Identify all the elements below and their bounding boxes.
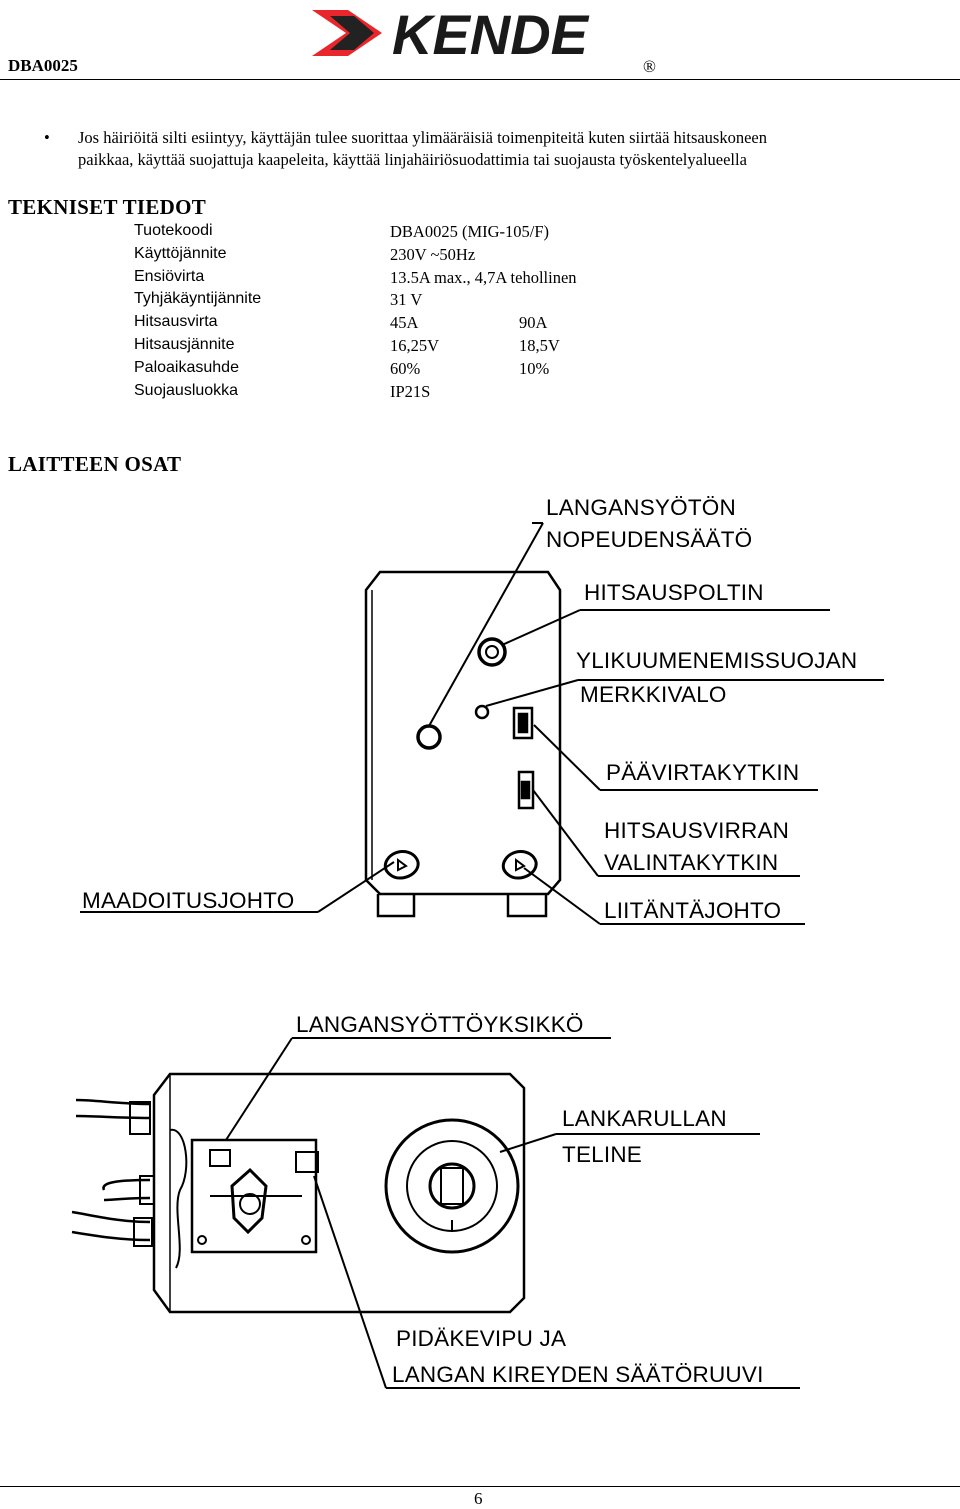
wire-speed-knob-icon [416, 724, 442, 750]
cabinet-side-outline [152, 1072, 526, 1314]
label-overheat-line2: MERKKIVALO [580, 682, 727, 707]
feeder-motor-bracket [209, 1149, 231, 1167]
document-code: DBA0025 [8, 56, 78, 75]
kende-logo-graphic: KENDE [312, 3, 590, 66]
label-spool-line1: LANKARULLAN [562, 1106, 727, 1131]
side-cable-bottom-icon [71, 1210, 151, 1242]
main-switch-icon [512, 706, 534, 740]
label-wire-speed-line2: NOPEUDENSÄÄTÖ [546, 527, 753, 552]
page-number: 6 [474, 1489, 483, 1508]
ground-gland-detail [397, 858, 408, 872]
spec-label: Ensiövirta [134, 267, 205, 285]
spec-label: Suojausluokka [134, 381, 239, 399]
spec-value-2: 10% [519, 358, 550, 378]
spec-value-2: 18,5V [519, 335, 560, 355]
leader-feeder [225, 1037, 293, 1141]
kende-logo: KENDE [308, 2, 633, 66]
leader-torch [501, 609, 581, 646]
spool-hub-key [440, 1167, 464, 1205]
spec-label: Hitsausvirta [134, 313, 218, 331]
logo-chevron-dark [330, 16, 374, 50]
spec-value-2: 90A [519, 313, 548, 333]
bullet-marker: • [44, 128, 50, 147]
cabinet-foot-left [376, 894, 416, 918]
notice-line-2: paikkaa, käyttää suojattuja kaapeleita, … [78, 150, 747, 169]
power-cord-gland-icon [501, 850, 538, 880]
cable-gland-middle [139, 1175, 155, 1205]
power-gland-detail [515, 858, 526, 872]
torch-socket-inner [485, 645, 499, 659]
leader-wire-speed [428, 522, 544, 727]
spec-value: DBA0025 (MIG-105/F) [390, 222, 550, 241]
tension-screw-icon [295, 1151, 319, 1173]
cable-gland-bottom [133, 1217, 153, 1247]
label-spool-line2: TELINE [562, 1142, 642, 1167]
label-overheat-line1: YLIKUUMENEMISSUOJAN [576, 648, 858, 673]
spec-value: 45A [390, 313, 419, 333]
label-torch: HITSAUSPOLTIN [584, 580, 764, 605]
leader-overheat [485, 679, 579, 707]
label-current-selector-line2: VALINTAKYTKIN [604, 850, 779, 875]
side-cable-top-icon [75, 1098, 151, 1120]
drive-roller-icon [239, 1193, 261, 1215]
cabinet-front-outline [364, 570, 562, 896]
leader-current-selector [532, 789, 599, 877]
overheat-lamp-icon [474, 704, 490, 720]
spool-holder-outer-icon [384, 1118, 520, 1254]
current-selector-lever [520, 780, 531, 800]
tech-specs-heading: TEKNISET TIEDOT [8, 195, 207, 219]
spec-label: Tyhjäkäyntijännite [134, 290, 262, 308]
leader-ground-cable [317, 861, 395, 913]
spool-hub-icon [428, 1162, 476, 1210]
feeder-roller-arm-icon [230, 1167, 268, 1235]
spec-label: Hitsausjännite [134, 335, 235, 353]
leader-main-switch [533, 724, 601, 791]
registered-mark: ® [643, 57, 656, 76]
spec-value: 31 V [390, 290, 423, 310]
footer-divider [0, 1486, 960, 1487]
mount-screw [197, 1235, 207, 1245]
spec-label: Käyttöjännite [134, 244, 227, 262]
feeder-plate [190, 1138, 318, 1254]
parts-heading: LAITTEEN OSAT [8, 452, 182, 476]
label-wire-speed-line1: LANGANSYÖTÖN [546, 495, 736, 520]
ground-cable-gland-icon [383, 850, 420, 880]
leader-power-cord [523, 867, 601, 925]
logo-wordmark: KENDE [392, 3, 590, 64]
label-main-switch: PÄÄVIRTAKYTKIN [606, 760, 800, 785]
torch-socket-icon [477, 637, 507, 667]
label-ground-cable: MAADOITUSJOHTO [82, 888, 295, 913]
notice-text: Jos häiriöitä silti esiintyy, käyttäjän … [78, 127, 938, 171]
spec-value: IP21S [390, 381, 431, 401]
spool-holder-ring [406, 1140, 498, 1232]
cable-gland-top [129, 1101, 151, 1135]
side-cable-middle-icon [102, 1178, 151, 1202]
label-lever-line2: LANGAN KIREYDEN SÄÄTÖRUUVI [392, 1362, 764, 1387]
spec-value: 13.5A max., 4,7A tehollinen [390, 267, 577, 287]
notice-line-1: Jos häiriöitä silti esiintyy, käyttäjän … [78, 128, 768, 147]
label-current-selector-line1: HITSAUSVIRRAN [604, 818, 790, 843]
label-lever-line1: PIDÄKEVIPU JA [396, 1326, 567, 1351]
spec-value: 16,25V [390, 335, 440, 355]
leader-lever [313, 1175, 387, 1389]
logo-chevron-red [312, 10, 382, 56]
spec-label: Paloaikasuhde [134, 358, 239, 376]
spec-label: Tuotekoodi [134, 222, 213, 239]
spec-value: 60% [390, 358, 421, 378]
internal-cable [169, 1128, 188, 1269]
mount-screw [301, 1235, 311, 1245]
label-power-cord: LIITÄNTÄJOHTO [604, 898, 782, 923]
header-divider [0, 79, 960, 80]
label-feeder-unit: LANGANSYÖTTÖYKSIKKÖ [296, 1012, 584, 1037]
main-switch-rocker [517, 712, 529, 734]
leader-spool [499, 1133, 557, 1153]
cabinet-foot-right [506, 894, 548, 918]
spec-value: 230V ~50Hz [390, 244, 476, 264]
